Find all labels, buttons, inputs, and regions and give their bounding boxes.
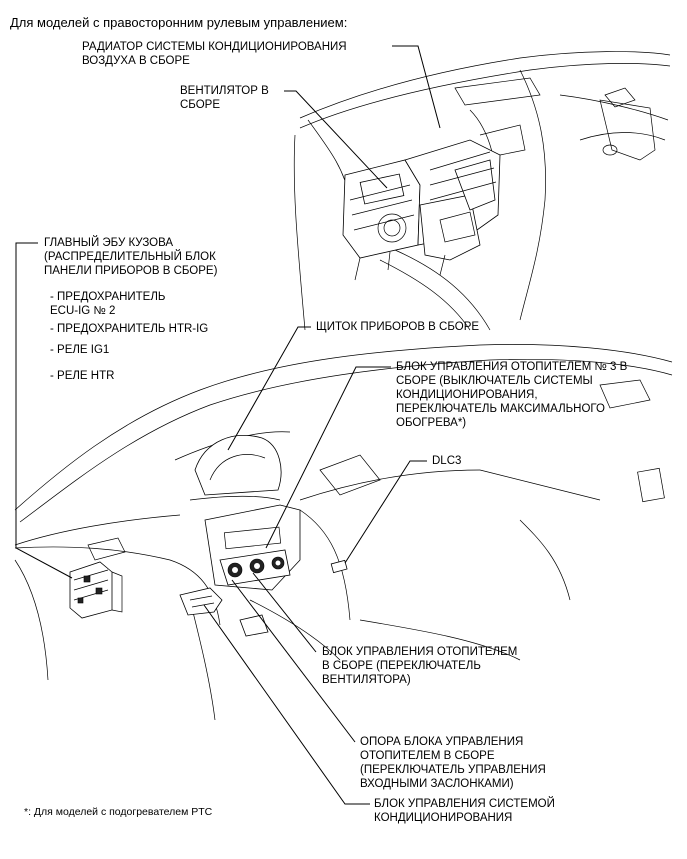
label-dlc3: DLC3: [432, 455, 462, 467]
label-heater-control-line2: В СБОРЕ (ПЕРЕКЛЮЧАТЕЛЬ: [322, 660, 481, 672]
label-ac-control-line1: БЛОК УПРАВЛЕНИЯ СИСТЕМОЙ: [374, 798, 555, 810]
label-heater-bracket-line4: ВХОДНЫМИ ЗАСЛОНКАМИ): [360, 778, 514, 790]
label-ecu-fuse-line2: ECU-IG № 2: [50, 305, 116, 317]
label-body-ecu-line3: ПАНЕЛИ ПРИБОРОВ В СБОРЕ): [44, 265, 218, 277]
label-heater-control-line3: ВЕНТИЛЯТОРА): [322, 674, 411, 686]
label-ac-control-line2: КОНДИЦИОНИРОВАНИЯ: [374, 812, 513, 824]
label-radiator: РАДИАТОР СИСТЕМЫ КОНДИЦИОНИРОВАНИЯ ВОЗДУ…: [82, 40, 347, 68]
label-fan-line1: ВЕНТИЛЯТОР В: [180, 85, 269, 97]
label-fan: ВЕНТИЛЯТОР В СБОРЕ: [180, 84, 269, 112]
label-heater-bracket-line1: ОПОРА БЛОКА УПРАВЛЕНИЯ: [360, 736, 524, 748]
label-heater-bracket: ОПОРА БЛОКА УПРАВЛЕНИЯ ОТОПИТЕЛЕМ В СБОР…: [360, 735, 546, 791]
label-heater-control-3: БЛОК УПРАВЛЕНИЯ ОТОПИТЕЛЕМ № 3 В СБОРЕ (…: [396, 360, 627, 430]
label-heater-bracket-line3: (ПЕРЕКЛЮЧАТЕЛЬ УПРАВЛЕНИЯ: [360, 764, 546, 776]
label-heater-control-3-line2: СБОРЕ (ВЫКЛЮЧАТЕЛЬ СИСТЕМЫ: [396, 375, 593, 387]
label-heater-control-3-line5: ОБОГРЕВА*): [396, 417, 467, 429]
label-heater-control-line1: БЛОК УПРАВЛЕНИЯ ОТОПИТЕЛЕМ: [322, 646, 518, 658]
label-instrument-cluster: ЩИТОК ПРИБОРОВ В СБОРЕ: [316, 321, 480, 333]
label-body-ecu-line1: ГЛАВНЫЙ ЭБУ КУЗОВА: [44, 237, 174, 249]
label-heater-control: БЛОК УПРАВЛЕНИЯ ОТОПИТЕЛЕМ В СБОРЕ (ПЕРЕ…: [322, 645, 517, 687]
leader-lines: [15, 45, 441, 805]
label-body-ecu: ГЛАВНЫЙ ЭБУ КУЗОВА (РАСПРЕДЕЛИТЕЛЬНЫЙ БЛ…: [44, 236, 217, 278]
label-ecu-fuse-ecu-ig: - ПРЕДОХРАНИТЕЛЬ ECU-IG № 2: [50, 290, 165, 318]
label-heater-bracket-line2: ОТОПИТЕЛЕМ В СБОРЕ: [360, 750, 495, 762]
label-heater-control-3-line3: КОНДИЦИОНИРОВАНИЯ,: [396, 389, 538, 401]
label-ecu-relay-htr: - РЕЛЕ HTR: [50, 370, 115, 382]
label-radiator-line1: РАДИАТОР СИСТЕМЫ КОНДИЦИОНИРОВАНИЯ: [82, 41, 347, 53]
footnote: *: Для моделей с подогревателем PTC: [24, 806, 213, 818]
label-fan-line2: СБОРЕ: [180, 99, 221, 111]
lower-dashboard-illustration: [14, 344, 673, 721]
label-heater-control-3-line4: ПЕРЕКЛЮЧАТЕЛЬ МАКСИМАЛЬНОГО: [396, 403, 605, 415]
label-body-ecu-line2: (РАСПРЕДЕЛИТЕЛЬНЫЙ БЛОК: [44, 251, 216, 263]
label-ecu-fuse-htr-ig: - ПРЕДОХРАНИТЕЛЬ HTR-IG: [50, 323, 209, 335]
label-heater-control-3-line1: БЛОК УПРАВЛЕНИЯ ОТОПИТЕЛЕМ № 3 В: [396, 361, 628, 373]
label-ac-control: БЛОК УПРАВЛЕНИЯ СИСТЕМОЙ КОНДИЦИОНИРОВАН…: [374, 797, 555, 825]
label-ecu-fuse-line1: - ПРЕДОХРАНИТЕЛЬ: [50, 291, 166, 303]
upper-dashboard-illustration: [293, 51, 671, 331]
page-heading: Для моделей с правосторонним рулевым упр…: [10, 15, 348, 30]
label-radiator-line2: ВОЗДУХА В СБОРЕ: [82, 55, 190, 67]
label-ecu-relay-ig1: - РЕЛЕ IG1: [50, 344, 110, 356]
